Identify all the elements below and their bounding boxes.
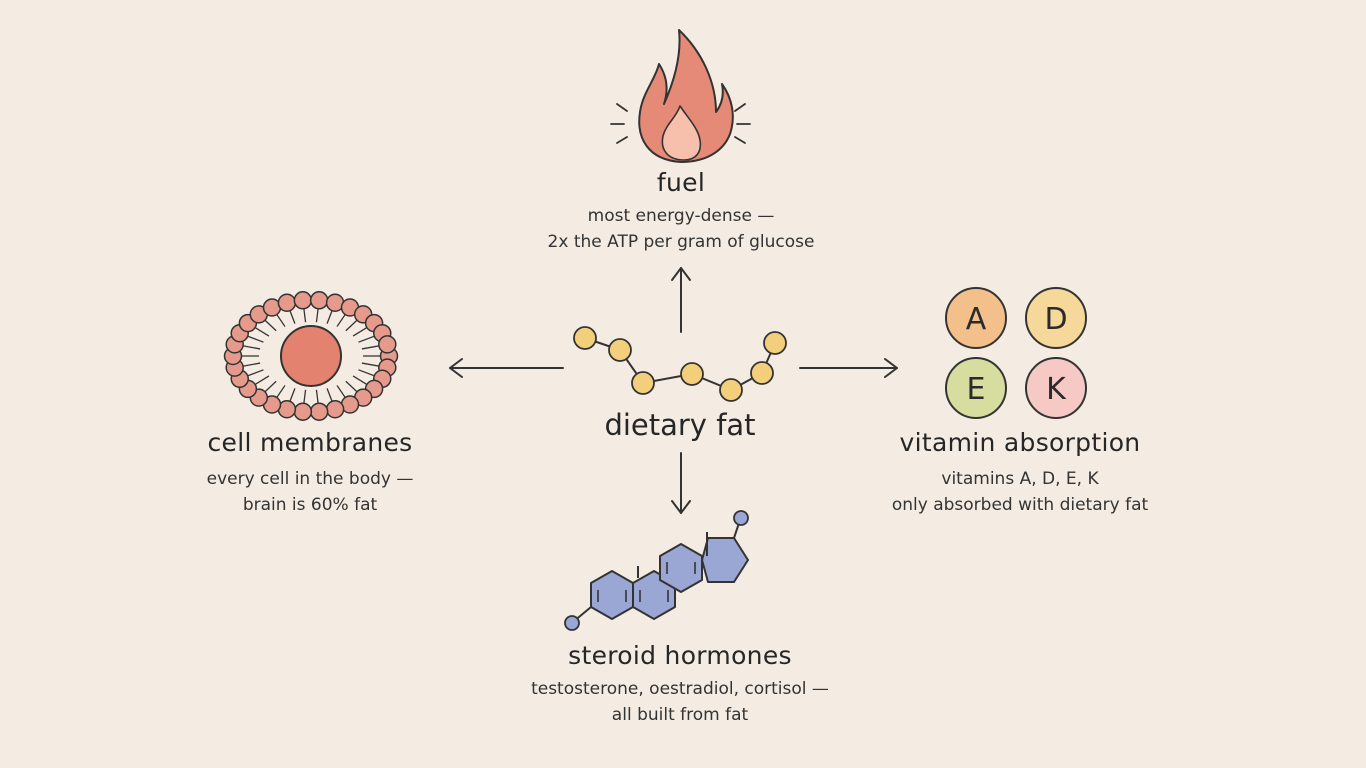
arrow-right — [799, 358, 898, 378]
vitamin-badge-letter: E — [967, 372, 986, 407]
flame-icon — [610, 29, 751, 163]
lipid-head — [309, 402, 329, 421]
vitamin-badge-circle — [945, 357, 1007, 419]
lipid-head — [325, 400, 345, 419]
fuel-title: fuel — [656, 168, 706, 197]
vitamin-badge-d: D — [1025, 287, 1087, 349]
lipid-head — [378, 335, 397, 354]
vitamins-node: vitamin absorption vitamins A, D, E, K o… — [880, 428, 1160, 518]
fuel-node: fuel most energy-dense — 2x the ATP per … — [540, 168, 822, 255]
hormones-desc-line2: all built from fat — [611, 705, 749, 725]
vitamin-badge-letter: A — [966, 302, 987, 337]
lipid-bilayer-cell-icon — [223, 291, 399, 421]
membranes-node: cell membranes every cell in the body — … — [170, 428, 450, 518]
hormones-title: steroid hormones — [568, 641, 792, 670]
steroid-molecule-icon — [564, 510, 749, 631]
vitamin-badge-circle — [1025, 287, 1087, 349]
fat-molecule-icon — [573, 326, 787, 402]
vitamin-badge-circle — [945, 287, 1007, 349]
membranes-title: cell membranes — [207, 428, 413, 457]
arrow-down — [671, 452, 691, 514]
fuel-desc-line2: 2x the ATP per gram of glucose — [547, 232, 815, 252]
arrow-up — [671, 267, 691, 333]
vitamins-desc-line2: only absorbed with dietary fat — [891, 495, 1149, 515]
center-title: dietary fat — [604, 408, 756, 442]
lipid-head — [293, 402, 313, 421]
membranes-desc-line1: every cell in the body — — [206, 469, 414, 489]
vitamin-badge-e: E — [945, 357, 1007, 419]
lipid-head — [277, 293, 297, 312]
vitamin-badge-letter: K — [1046, 372, 1067, 407]
vitamin-badge-k: K — [1025, 357, 1087, 419]
vitamin-badge-letter: D — [1044, 302, 1067, 337]
hormones-node: steroid hormones testosterone, oestradio… — [500, 641, 860, 728]
fuel-desc-line1: most energy-dense — — [587, 206, 775, 226]
vitamin-badges: A D E K — [945, 287, 1087, 419]
vitamins-title: vitamin absorption — [899, 428, 1141, 457]
center-node: dietary fat — [570, 408, 790, 442]
vitamin-badge-circle — [1025, 357, 1087, 419]
lipid-head — [309, 291, 329, 310]
lipid-head — [293, 291, 313, 310]
vitamin-badge-a: A — [945, 287, 1007, 349]
hormones-desc-line1: testosterone, oestradiol, cortisol — — [531, 679, 829, 699]
cell-nucleus — [280, 325, 342, 387]
vitamins-desc-line1: vitamins A, D, E, K — [941, 469, 1099, 489]
membranes-desc-line2: brain is 60% fat — [242, 495, 378, 515]
arrow-left — [449, 358, 564, 378]
